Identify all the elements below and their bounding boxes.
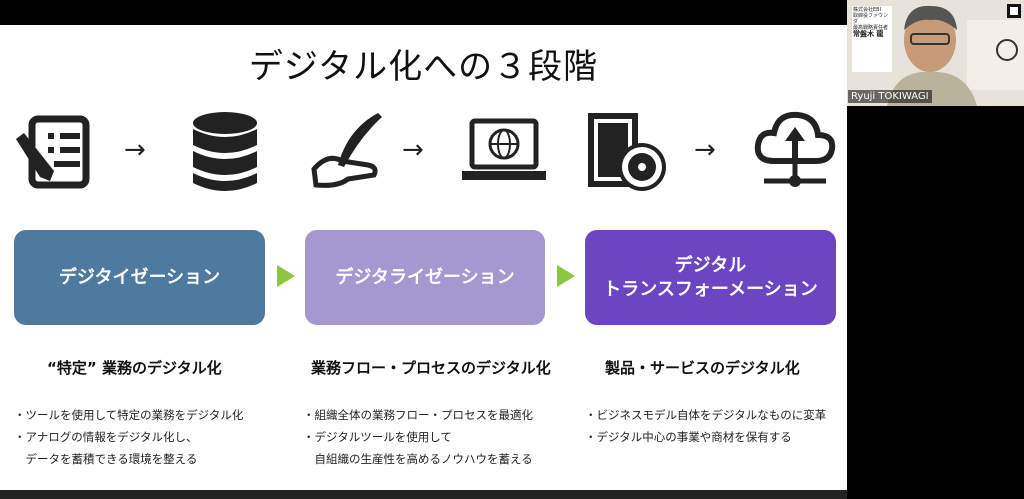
slide-bottom-bar <box>0 490 847 499</box>
bullet-item: ・デジタル中心の事業や商材を保有する <box>585 430 792 444</box>
stage-box-digitalization: デジタライゼーション <box>305 230 545 325</box>
card-line: 常盤木 龍 <box>853 30 884 38</box>
stage-box-digitization: デジタイゼーション <box>14 230 265 325</box>
card-line: 取締役ファウンダ <box>853 13 889 25</box>
stage-bullets-2: ・組織全体の業務フロー・プロセスを最適化 ・デジタルツールを使用して 自組織の生… <box>303 404 533 470</box>
stage-bullets-1: ・ツールを使用して特定の業務をデジタル化 ・アナログの情報をデジタル化し、 デー… <box>14 404 243 470</box>
bullet-item: ・ビジネスモデル自体をデジタルなものに変革 <box>585 408 827 422</box>
laptop-globe-icon <box>462 118 546 180</box>
database-icon <box>193 112 257 191</box>
stage-label-line-1: デジタル <box>674 255 747 277</box>
stage-subhead-1: “特定” 業務のデジタル化 <box>47 359 222 377</box>
flow-arrow-1: → <box>124 135 146 165</box>
document-edit-icon <box>16 115 90 189</box>
bullet-item: ・ツールを使用して特定の業務をデジタル化 <box>14 408 244 422</box>
stage-subhead-2: 業務フロー・プロセスのデジタル化 <box>311 359 551 377</box>
chevron-right-icon <box>277 265 295 287</box>
stage-label: デジタライゼーション <box>335 266 515 288</box>
stage-box-digital-transformation: デジタル トランスフォーメーション <box>585 230 836 325</box>
business-card: 株式会社EBI 取締役ファウンダ 最高戦略責任者 常盤木 龍 <box>852 6 892 72</box>
participant-name-label: Ryuji TOKIWAGI <box>848 90 932 103</box>
bullet-item: 自組織の生産性を高めるノウハウを蓄える <box>303 452 533 466</box>
bullet-item: ・アナログの情報をデジタル化し、 <box>14 430 198 444</box>
flow-arrow-3: → <box>694 135 716 165</box>
slide-title: デジタル化への３段階 <box>248 47 599 87</box>
flow-arrow-2: → <box>402 135 424 165</box>
bullet-item: ・組織全体の業務フロー・プロセスを最適化 <box>303 408 533 422</box>
stage-label-line-2: トランスフォーメーション <box>603 278 818 300</box>
card-line: 株式会社EBI <box>853 7 882 13</box>
stage-label: デジタイゼーション <box>58 266 221 288</box>
chevron-right-icon <box>557 265 575 287</box>
software-package-icon <box>588 113 666 191</box>
presentation-slide: デジタル化への３段階 → → → <box>0 25 847 490</box>
handwriting-icon <box>311 113 382 188</box>
stage-bullets-3: ・ビジネスモデル自体をデジタルなものに変革 ・デジタル中心の事業や商材を保有する <box>585 404 826 448</box>
bullet-item: データを蓄積できる環境を整える <box>14 452 198 466</box>
cloud-upload-icon <box>754 111 836 187</box>
bullet-item: ・デジタルツールを使用して <box>303 430 452 444</box>
stage-subhead-3: 製品・サービスのデジタル化 <box>605 359 800 377</box>
card-line: 最高戦略責任者 <box>853 25 889 31</box>
